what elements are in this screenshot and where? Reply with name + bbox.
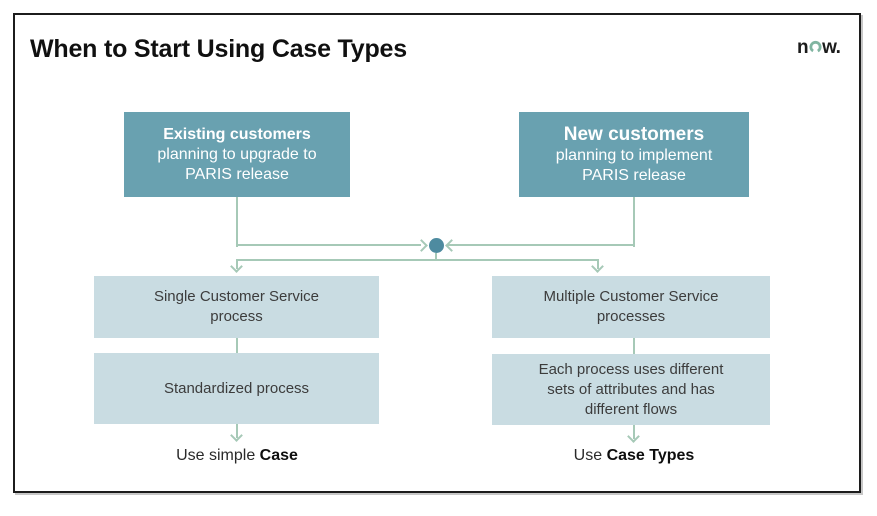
logo-o-ring-icon — [809, 40, 822, 53]
box-heading: Existing customers — [163, 126, 311, 143]
conclusion-use-simple-case: Use simple Case — [112, 447, 362, 465]
slide-frame: When to Start Using Case Types n w. Exis… — [13, 13, 861, 493]
arrowhead-right-icon — [415, 239, 428, 252]
merge-node-dot — [429, 238, 444, 253]
connector-left-to-node — [236, 244, 421, 246]
box-heading: New customers — [563, 124, 705, 145]
box-line: sets of attributes and has — [547, 380, 715, 398]
box-line: planning to implement — [555, 147, 713, 164]
arrowhead-down-icon — [591, 260, 604, 273]
connector-split-right-down — [597, 259, 599, 269]
conclusion-emphasis: Case — [259, 447, 298, 464]
box-line: Single Customer Service — [153, 288, 320, 305]
conclusion-emphasis: Case Types — [606, 447, 695, 464]
connector-right-row1-row2 — [633, 338, 635, 354]
box-line: Multiple Customer Service — [543, 288, 719, 305]
connector-split-left-down — [236, 259, 238, 269]
conclusion-use-case-types: Use Case Types — [509, 447, 759, 465]
connector-right-to-node — [447, 244, 635, 246]
connector-right-drop — [633, 197, 635, 247]
servicenow-logo: n w. — [797, 37, 841, 59]
connector-left-row1-row2 — [236, 338, 238, 353]
logo-text-n: n — [797, 37, 809, 58]
step-box-single-process: Single Customer Service process — [94, 276, 379, 338]
box-line: Standardized process — [163, 379, 310, 397]
page-title: When to Start Using Case Types — [30, 35, 407, 63]
box-line: different flows — [584, 400, 678, 418]
box-line: processes — [596, 308, 666, 325]
arrowhead-down-icon — [230, 429, 243, 442]
arrowhead-left-icon — [445, 239, 458, 252]
box-line: Each process uses different — [538, 360, 724, 378]
step-box-multiple-processes: Multiple Customer Service processes — [492, 276, 770, 338]
box-line: planning to upgrade to — [157, 146, 317, 163]
box-line: PARIS release — [582, 167, 686, 184]
step-box-standardized-process: Standardized process — [94, 353, 379, 424]
logo-text-w: w. — [822, 37, 841, 58]
source-box-new-customers: New customers planning to implement PARI… — [519, 112, 749, 197]
arrowhead-down-icon — [627, 430, 640, 443]
box-line: process — [210, 308, 263, 325]
connector-right-to-conclusion — [633, 425, 635, 439]
source-box-existing-customers: Existing customers planning to upgrade t… — [124, 112, 350, 197]
conclusion-prefix: Use — [573, 447, 607, 464]
arrowhead-down-icon — [230, 260, 243, 273]
connector-left-drop — [236, 197, 238, 247]
connector-splitter — [236, 259, 599, 261]
connector-node-down — [435, 253, 437, 261]
box-line: PARIS release — [185, 166, 289, 183]
step-box-different-attributes: Each process uses different sets of attr… — [492, 354, 770, 425]
conclusion-prefix: Use simple — [176, 447, 260, 464]
connector-left-to-conclusion — [236, 424, 238, 438]
